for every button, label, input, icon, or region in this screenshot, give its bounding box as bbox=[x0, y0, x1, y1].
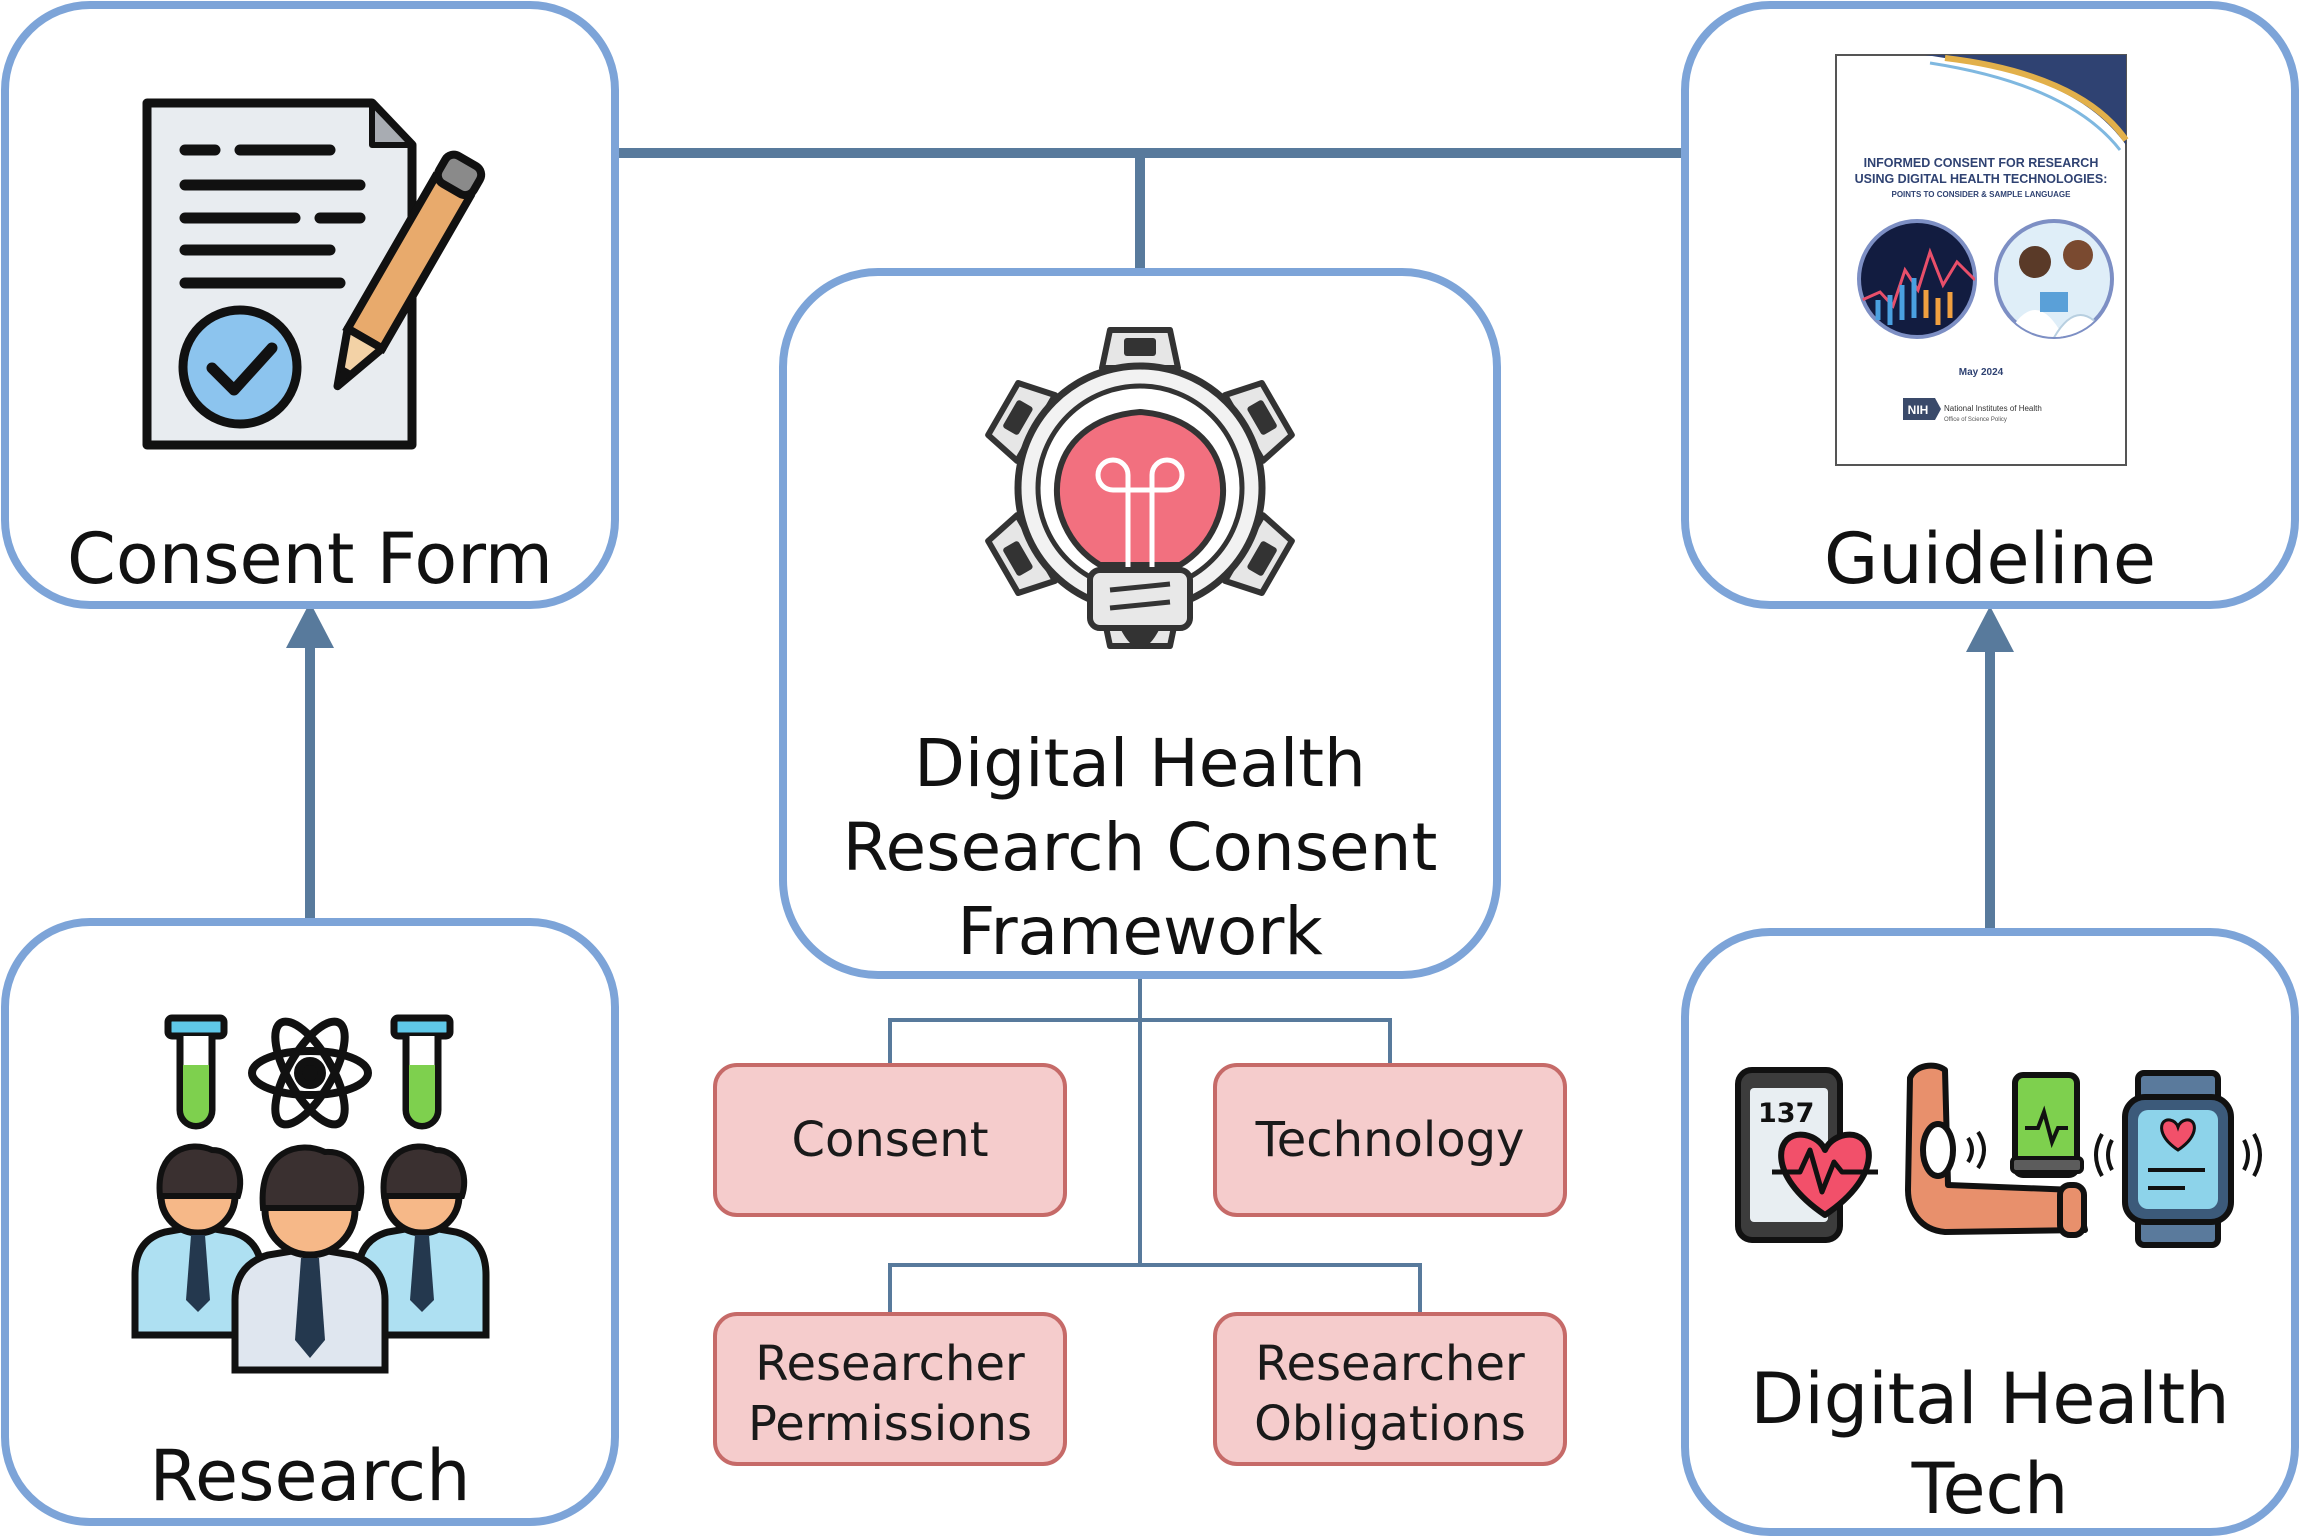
test-tube-icon bbox=[390, 1014, 454, 1130]
cover-date: May 2024 bbox=[1959, 367, 2004, 378]
permissions-label-line2: Permissions bbox=[748, 1396, 1032, 1452]
technology-component-box bbox=[1213, 1063, 1567, 1217]
component-tree-connector bbox=[888, 975, 1422, 1314]
research-team-icon bbox=[131, 1014, 490, 1374]
consent-form-label: Consent Form bbox=[66, 518, 553, 600]
smartwatch-icon bbox=[2094, 1070, 2262, 1248]
heart-rate-icon bbox=[1772, 1131, 1878, 1218]
consent-component-box bbox=[713, 1063, 1067, 1217]
cover-org-office: Office of Science Policy bbox=[1944, 417, 2007, 423]
digital-health-tech-label-line1: Digital Health bbox=[1750, 1358, 2230, 1440]
cover-photo-data bbox=[1857, 219, 1977, 339]
guideline-label: Guideline bbox=[1824, 518, 2156, 600]
cover-subtitle: POINTS TO CONSIDER & SAMPLE LANGUAGE bbox=[1892, 190, 2072, 199]
tech-to-guideline-arrow bbox=[1966, 606, 2014, 932]
health-devices-icon: 137 bbox=[1735, 1062, 2262, 1248]
cover-org-name: National Institutes of Health bbox=[1944, 404, 2042, 413]
cover-org-badge: NIH bbox=[1908, 403, 1929, 417]
obligations-label-line2: Obligations bbox=[1254, 1396, 1526, 1452]
phone-reading: 137 bbox=[1758, 1098, 1814, 1129]
cover-title-line1: INFORMED CONSENT FOR RESEARCH bbox=[1864, 156, 2099, 170]
arm-sensor-icon bbox=[1905, 1062, 2088, 1238]
obligations-label-line1: Researcher bbox=[1255, 1336, 1525, 1392]
framework-title-line3: Framework bbox=[957, 893, 1323, 970]
scientist-avatar bbox=[231, 1144, 389, 1374]
digital-health-tech-label-line2: Tech bbox=[1911, 1448, 2069, 1530]
atom-icon bbox=[248, 1017, 372, 1129]
test-tube-icon bbox=[164, 1014, 228, 1130]
signed-document-icon bbox=[142, 98, 486, 450]
researcher-permissions-box bbox=[713, 1312, 1067, 1466]
cover-title-line2: USING DIGITAL HEALTH TECHNOLOGIES: bbox=[1855, 172, 2108, 186]
scientist-avatar bbox=[354, 1143, 490, 1339]
technology-component-label: Technology bbox=[1255, 1112, 1525, 1168]
framework-title-line2: Research Consent bbox=[842, 809, 1438, 886]
scientist-avatar bbox=[131, 1143, 266, 1339]
cover-photo-doctor bbox=[1994, 219, 2114, 339]
guideline-cover-icon: INFORMED CONSENT FOR RESEARCH USING DIGI… bbox=[1835, 54, 2129, 466]
top-connector bbox=[615, 148, 1685, 272]
permissions-label-line1: Researcher bbox=[755, 1336, 1025, 1392]
researcher-obligations-box bbox=[1213, 1312, 1567, 1466]
research-to-consent-form-arrow bbox=[286, 602, 334, 922]
consent-component-label: Consent bbox=[791, 1112, 989, 1168]
framework-title-line1: Digital Health bbox=[914, 725, 1366, 802]
research-label: Research bbox=[149, 1435, 471, 1517]
lightbulb-gear-icon bbox=[985, 327, 1295, 649]
